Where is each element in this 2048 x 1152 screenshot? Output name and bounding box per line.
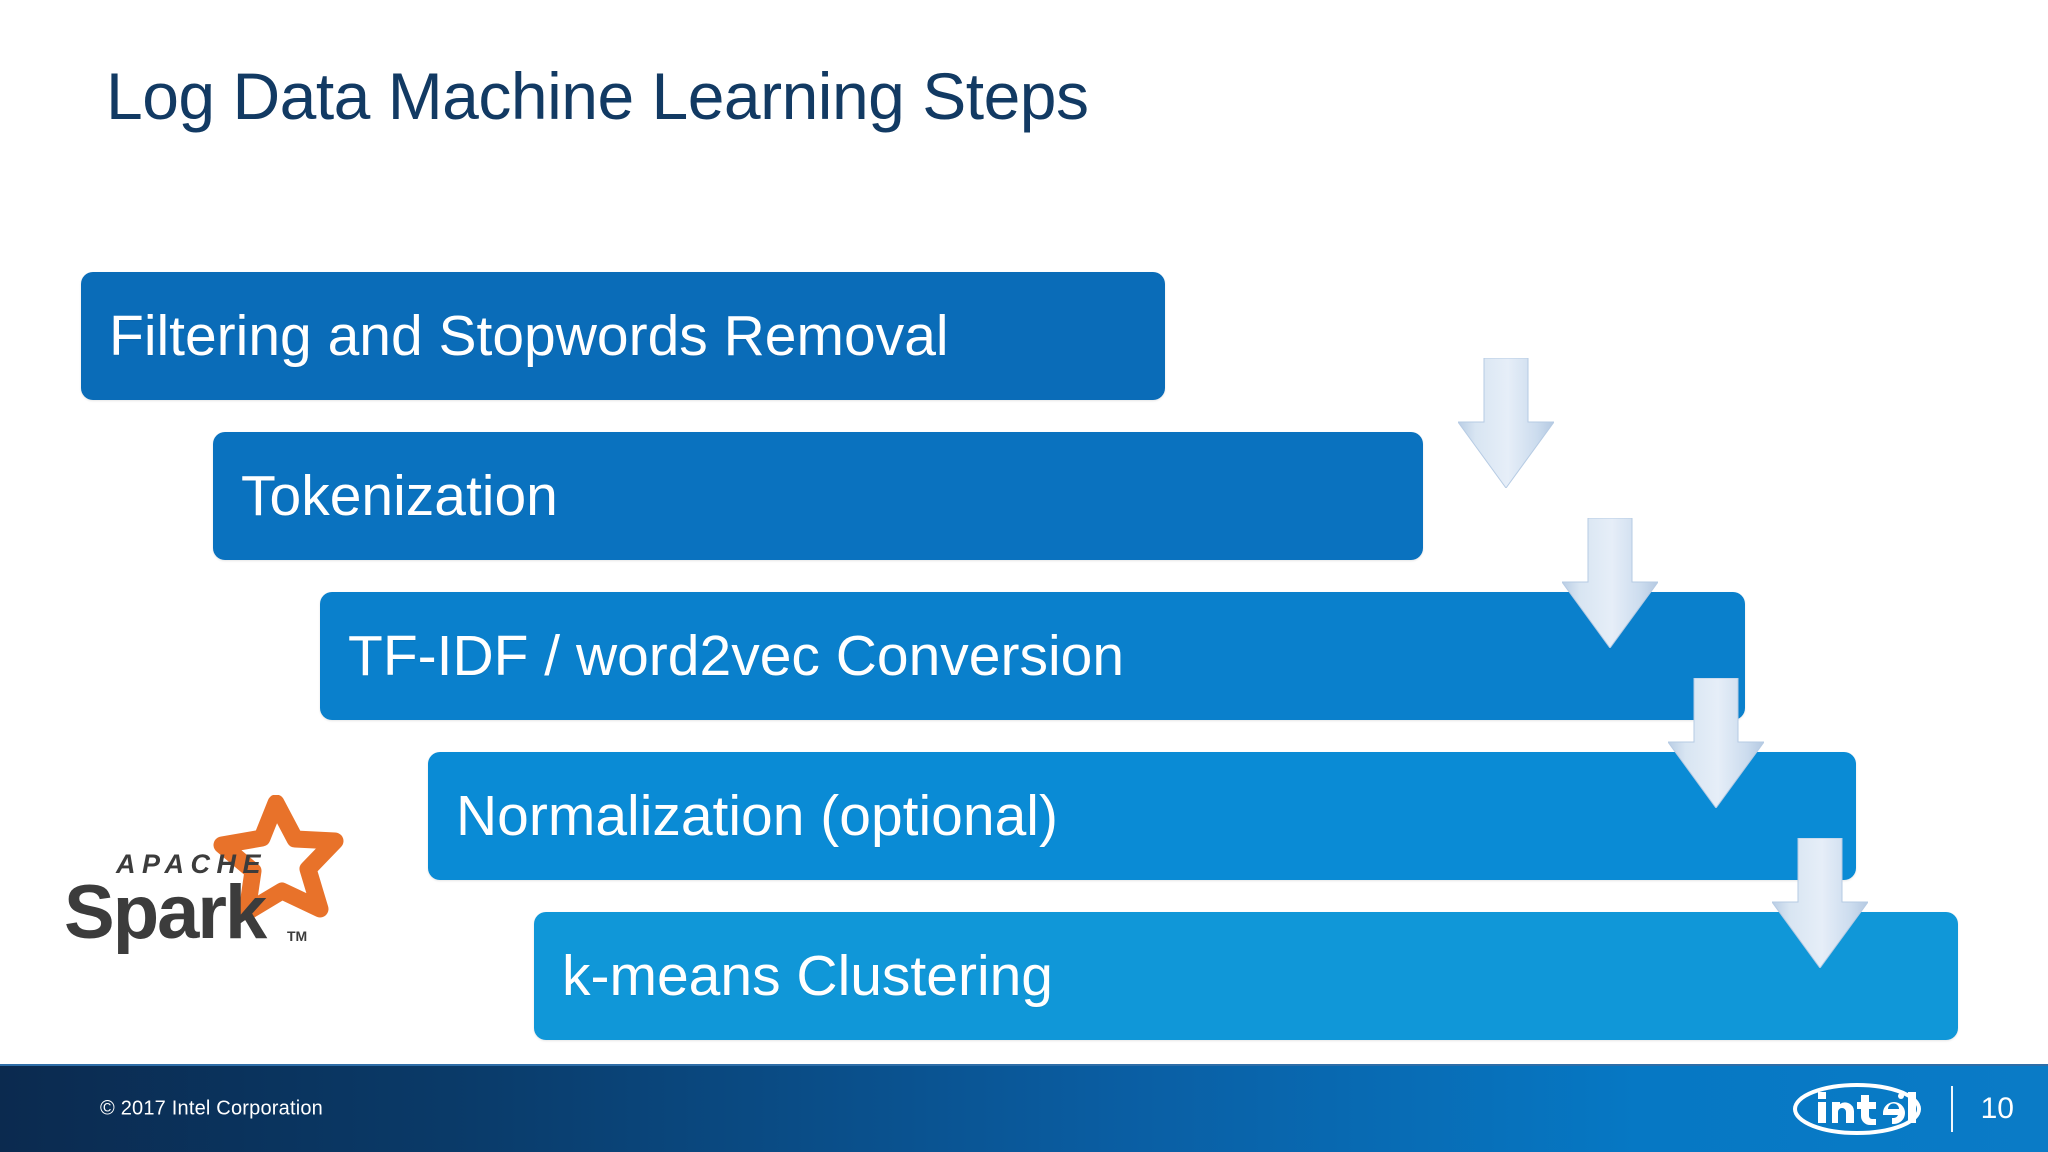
intel-logo-icon (1792, 1083, 1921, 1135)
spark-star-icon (213, 794, 344, 921)
process-step-label: Filtering and Stopwords Removal (109, 304, 949, 368)
process-step-label: k-means Clustering (562, 944, 1054, 1008)
process-step-tokenization[interactable]: Tokenization (213, 432, 1423, 560)
page-title: Log Data Machine Learning Steps (106, 59, 1089, 133)
process-step-label: Tokenization (241, 464, 558, 528)
svg-text:TM: TM (287, 928, 307, 944)
process-step-k-means-clustering[interactable]: k-means Clustering (534, 912, 1958, 1040)
process-step-label: Normalization (optional) (456, 784, 1058, 848)
svg-text:APACHE: APACHE (115, 849, 267, 879)
footer-divider (1950, 1086, 1953, 1132)
slide-footer: © 2017 Intel Corporation (0, 1064, 2048, 1152)
down-arrow-icon (1457, 357, 1555, 489)
footer-branding: 10 (1791, 1081, 2022, 1137)
apache-spark-logo: APACHE Spark TM (44, 794, 364, 960)
process-flow-diagram: Filtering and Stopwords Removal To (81, 272, 1958, 1040)
process-step-normalization-optional[interactable]: Normalization (optional) (428, 752, 1856, 880)
copyright-text: © 2017 Intel Corporation (100, 1097, 324, 1120)
page-number: 10 (1980, 1092, 2014, 1125)
svg-text:Spark: Spark (64, 870, 268, 955)
process-step-tfidf-word2vec-conversion[interactable]: TF-IDF / word2vec Conversion (320, 592, 1745, 720)
process-step-filtering-and-stopwords-removal[interactable]: Filtering and Stopwords Removal (81, 272, 1165, 400)
process-step-label: TF-IDF / word2vec Conversion (348, 624, 1125, 688)
